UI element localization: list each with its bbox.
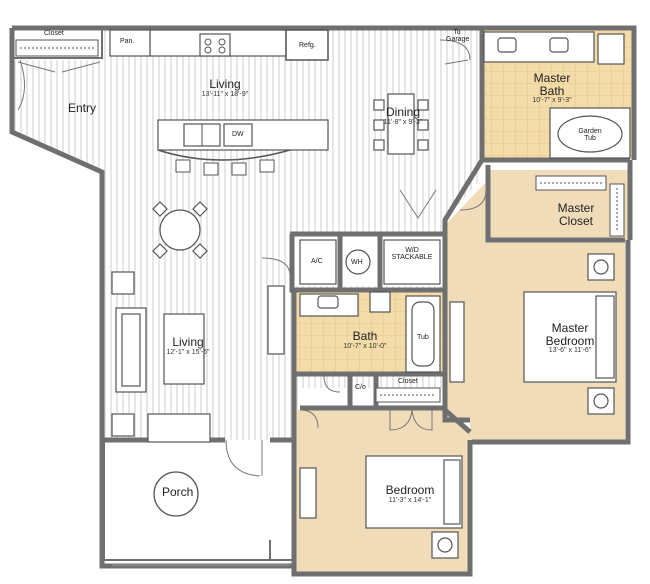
- dishwasher-box: [223, 123, 253, 147]
- master-bedroom-name-1: Master: [551, 321, 589, 335]
- dining-table-round: [152, 201, 208, 259]
- bath-fixtures: [299, 291, 441, 373]
- living-top-label: Living 13'-11" x 18'-9": [190, 78, 260, 98]
- wall-exterior-left: [9, 28, 296, 569]
- living-main-label: Living 12'-1" x 15'-6": [160, 336, 216, 356]
- wall-master-right: [472, 160, 633, 445]
- coat-closet-label: C/o: [355, 384, 366, 391]
- garden-tub-label: Garden Tub: [576, 128, 604, 143]
- bath-label: Bath 10'-7" x 10'-0": [340, 330, 390, 350]
- bath-name: Bath: [352, 329, 378, 343]
- porch-label: Porch: [162, 485, 194, 499]
- porch-table: [153, 471, 199, 517]
- wall-diag-bedroom: [442, 158, 485, 423]
- master-closet-label: Master Closet: [546, 202, 606, 227]
- washer-dryer-line1: W/D: [405, 247, 419, 254]
- water-heater-label: WH: [351, 259, 363, 266]
- tub-label: Tub: [417, 334, 429, 341]
- master-closet-line1: Master: [557, 201, 595, 215]
- end-table-2: [111, 413, 135, 437]
- pantry-label: Pan.: [120, 38, 135, 45]
- bar-stools: [175, 159, 275, 176]
- pantry-box: [109, 29, 151, 57]
- bar-counter: [157, 149, 291, 161]
- wall-bedroom-right: [291, 408, 473, 577]
- bath-dims: 10'-7" x 10'-0": [343, 342, 387, 350]
- entry-label: Entry: [68, 101, 97, 115]
- dining-set: [373, 93, 429, 155]
- hall-closet-label: Closet: [398, 378, 418, 385]
- tv-console: [267, 285, 285, 355]
- refrigerator-box: [285, 29, 329, 61]
- dining-label: Dining 11'-8" x 9'-3": [378, 106, 428, 126]
- living-main-dims: 12'-1" x 15'-6": [166, 348, 210, 356]
- master-closet-shelves: [535, 175, 625, 237]
- bedroom-label: Bedroom 11'-3" x 14'-1": [380, 484, 440, 504]
- living-main-name: Living: [172, 335, 204, 349]
- master-bath-label: Master Bath 10'-7" x 9'-3": [522, 72, 582, 105]
- washer-dryer-line2: STACKABLE: [391, 254, 433, 262]
- living-top-name: Living: [209, 77, 241, 91]
- thin-walls: [14, 30, 294, 566]
- master-bedroom-dims: 13'-6" x 11'-6": [548, 347, 592, 355]
- kitchen: [109, 29, 329, 176]
- master-closet-line2: Closet: [558, 213, 593, 228]
- loveseat: [147, 413, 211, 443]
- bedroom-dims: 11'-3" x 14'-1": [388, 496, 432, 504]
- dishwasher-label: DW: [232, 131, 244, 138]
- wall-master-closet: [485, 165, 625, 243]
- dining-dims: 11'-8" x 9'-3": [383, 118, 423, 126]
- coffee-table: [163, 313, 205, 385]
- to-garage-line1: To: [453, 29, 461, 36]
- wall-bath: [291, 290, 446, 440]
- porch-floor: [104, 444, 294, 564]
- wall-master-bath-top: [480, 25, 637, 160]
- closet-rods: [15, 39, 441, 403]
- stove: [199, 33, 231, 57]
- master-bath-name-2: Bath: [539, 83, 565, 98]
- closet-entry-label: Closet: [44, 30, 64, 37]
- refrigerator-label: Refg.: [299, 42, 316, 49]
- living-furniture: [111, 271, 285, 443]
- master-bath-fixtures: [483, 31, 631, 159]
- master-bedroom-label: Master Bedroom 13'-6" x 11'-6": [537, 322, 603, 355]
- washer-dryer-label: W/D STACKABLE: [384, 247, 440, 262]
- dining-name: Dining: [385, 105, 421, 119]
- to-garage-label: To Garage: [446, 29, 470, 44]
- living-top-dims: 13'-11" x 18'-9": [201, 90, 249, 98]
- master-bath-dims: 10'-7" x 9'-3": [532, 97, 572, 105]
- bedroom-furniture: [299, 455, 463, 559]
- master-bedroom-name-2: Bedroom: [545, 333, 595, 348]
- doors: [17, 39, 549, 477]
- utility-fixtures: [299, 239, 441, 285]
- ac-label: A/C: [311, 258, 323, 265]
- to-garage-line2: Garage: [446, 36, 470, 44]
- garden-tub-line2: Tub: [584, 135, 596, 143]
- master-bed: [449, 253, 617, 415]
- end-table-1: [111, 271, 135, 295]
- bedroom-name: Bedroom: [385, 483, 435, 497]
- master-bath-name-1: Master: [533, 71, 571, 85]
- garden-tub-line1: Garden: [578, 128, 602, 135]
- walls: [9, 25, 637, 577]
